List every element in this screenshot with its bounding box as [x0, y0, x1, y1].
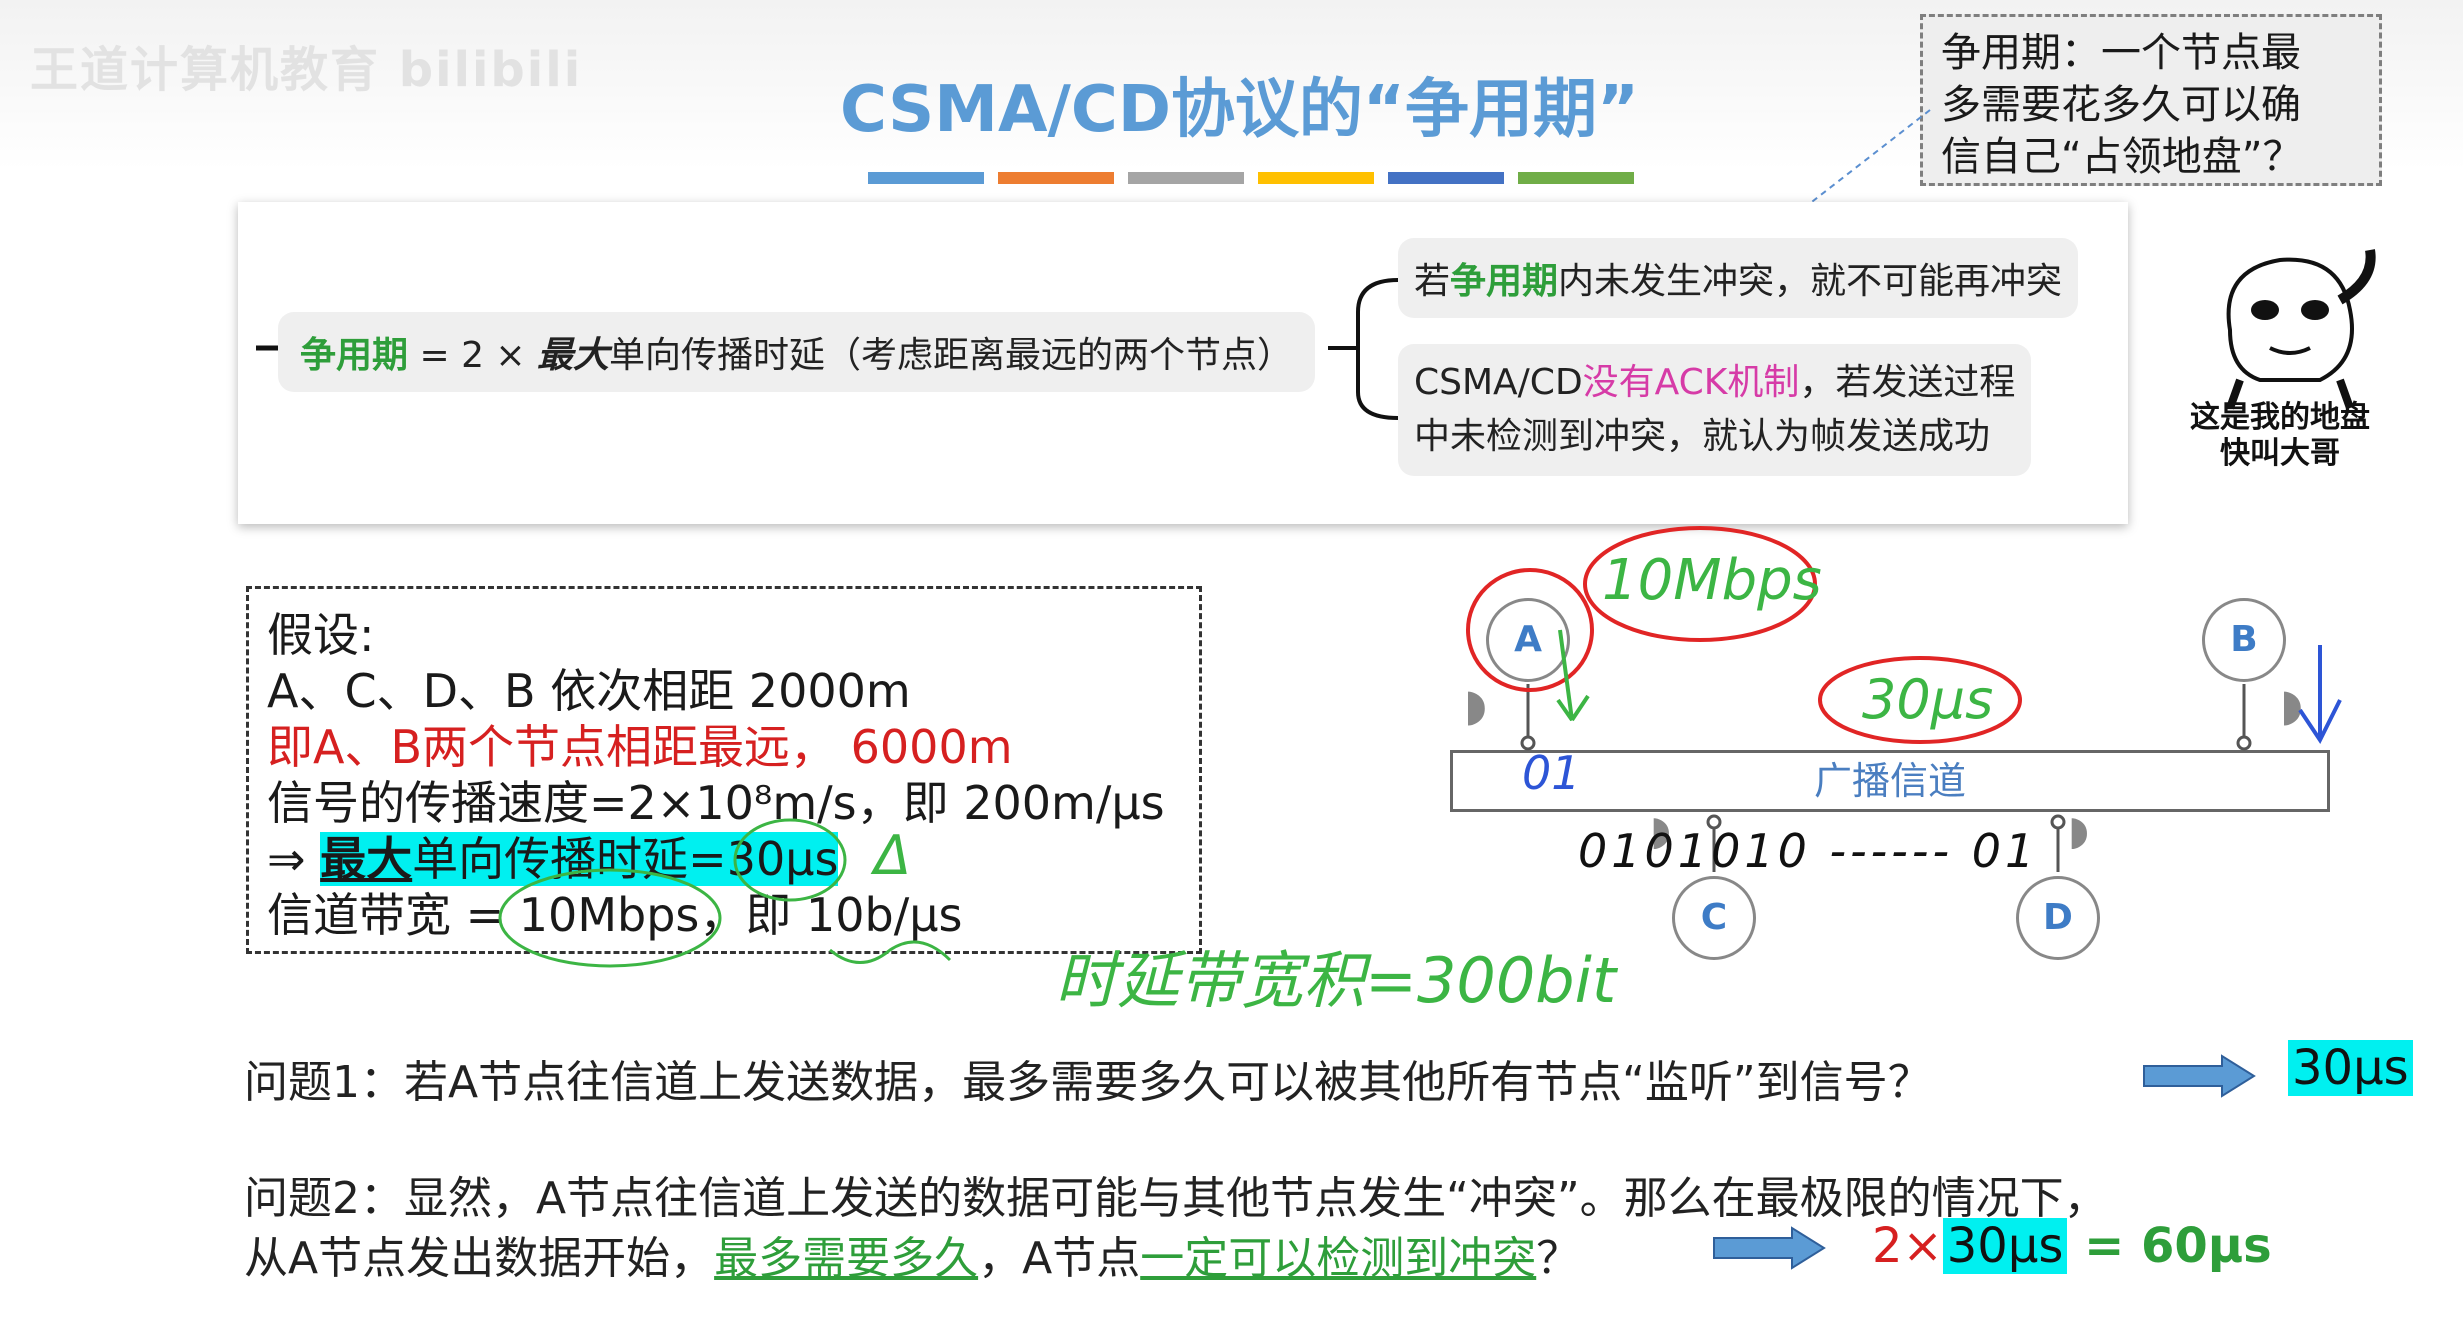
handwritten-bit-stream: 0101010 ------ 01: [1578, 824, 2039, 878]
handwritten-mbps: 10Mbps: [1602, 548, 1822, 613]
page-title: CSMA/CD协议的“争用期”: [840, 73, 1640, 147]
assumptions-box: 假设: A、C、D、B 依次相距 2000m 即A、B两个节点相距最远， 600…: [246, 586, 1202, 954]
definition-panel: 争用期 = 2 × 最大单向传播时延（考虑距离最远的两个节点） 若争用期内未发生…: [238, 202, 2128, 524]
title-color-bar-blue: [868, 172, 984, 184]
assumption-line: A、C、D、B 依次相距 2000m: [267, 664, 911, 718]
assumption-delay-value: 单向传播时延=30μs: [412, 832, 839, 886]
q2-highlight-detect: 一定可以检测到冲突: [1140, 1233, 1537, 1284]
branch2-pre: CSMA/CD: [1414, 362, 1583, 403]
title-color-bar-orange: [998, 172, 1114, 184]
ear-icon: ◗: [2280, 680, 2304, 731]
answer-2-highlight: 30μs: [1942, 1218, 2068, 1274]
title-color-bar-yellow: [1258, 172, 1374, 184]
node-connectors: [1520, 684, 2252, 872]
ear-icon: ◗: [1464, 680, 1488, 731]
branch-no-collision: 若争用期内未发生冲突，就不可能再冲突: [1398, 238, 2079, 318]
handwritten-triangle: Δ: [874, 824, 911, 887]
assumption-line: 信道带宽 = 10Mbps，即 10b/μs: [267, 888, 963, 942]
branch1-term: 争用期: [1450, 261, 1559, 302]
node-d: D: [2016, 876, 2100, 960]
assumption-line: 信号的传播速度=2×10⁸m/s，即 200m/μs: [267, 776, 1165, 830]
panda-meme-image: [2226, 249, 2376, 410]
handwriting-red-circles: [1466, 526, 2022, 744]
handwritten-down-arrow: [2298, 645, 2342, 744]
callout-line: 争用期：一个节点最: [1941, 30, 2301, 76]
answer-1: 30μs: [2288, 1040, 2413, 1096]
answer-2-prefix: 2×: [1872, 1218, 1943, 1274]
assumption-line-delay: ⇒ 最大单向传播时延=30μs: [267, 823, 839, 889]
callout-box: 争用期：一个节点最 多需要花多久可以确 信自己“占领地盘”？: [1920, 14, 2382, 186]
question-2-line1: 问题2：显然，A节点往信道上发送的数据可能与其他节点发生“冲突”。那么在最极限的…: [244, 1173, 2108, 1224]
node-a: A: [1486, 598, 1570, 682]
assumption-line: 假设:: [267, 608, 375, 662]
broadcast-channel: 广播信道: [1450, 750, 2330, 812]
node-b: B: [2202, 598, 2286, 682]
meme-caption: 这是我的地盘 快叫大哥: [2150, 400, 2410, 472]
question-2-line2: 从A节点发出数据开始，最多需要多久，A节点一定可以检测到冲突？: [244, 1222, 1580, 1286]
definition-eq: = 2 ×: [408, 335, 538, 376]
assumption-max: 最大: [320, 832, 413, 886]
handwriting-circles-left: [498, 818, 952, 968]
meme-caption-line: 快叫大哥: [2220, 436, 2340, 471]
implies-arrow: ⇒: [267, 832, 321, 886]
title-color-bar-green: [1518, 172, 1634, 184]
branch-no-ack: CSMA/CD没有ACK机制，若发送过程 中未检测到冲突，就认为帧发送成功: [1398, 344, 2032, 476]
title-color-bar-gray: [1128, 172, 1244, 184]
answer-2: 2×30μs = 60μs: [1872, 1218, 2272, 1274]
title-color-bar-darkblue: [1388, 172, 1504, 184]
ear-icon: ◗: [2068, 808, 2090, 854]
meme-caption-line: 这是我的地盘: [2190, 400, 2370, 435]
callout-line: 多需要花多久可以确: [1941, 82, 2301, 128]
definition-rest: 单向传播时延（考虑距离最远的两个节点）: [609, 335, 1294, 376]
branch2-post: ，若发送过程: [1799, 362, 2016, 403]
q2-part: 从A节点发出数据开始，: [244, 1233, 715, 1284]
branch1-post: 内未发生冲突，就不可能再冲突: [1558, 261, 2063, 302]
answer-2-result: = 60μs: [2067, 1218, 2272, 1274]
assumption-line: 即A、B两个节点相距最远， 6000m: [267, 720, 1013, 774]
handwritten-30us: 30μs: [1862, 668, 1994, 731]
branch2-highlight: 没有ACK机制: [1582, 362, 1800, 403]
watermark: 王道计算机教育 bilibili: [30, 42, 583, 98]
callout-line: 信自己“占领地盘”？: [1941, 134, 2303, 180]
mindmap-connectors: [256, 278, 1399, 420]
handwritten-formula: 时延带宽积=300bit: [1055, 944, 1617, 1017]
branch1-pre: 若: [1414, 261, 1451, 302]
arrow-right-icon: [1713, 1226, 1826, 1270]
definition-pill: 争用期 = 2 × 最大单向传播时延（考虑距离最远的两个节点）: [278, 312, 1316, 392]
q2-highlight-longest: 最多需要多久: [714, 1233, 979, 1284]
q2-part: ？: [1536, 1233, 1581, 1284]
definition-max: 最大: [537, 335, 610, 376]
arrow-right-icon: [2143, 1054, 2256, 1098]
handwritten-bits-a: 01: [1522, 746, 1581, 800]
q2-part: ，A节点: [978, 1233, 1141, 1284]
question-1: 问题1：若A节点往信道上发送数据，最多需要多久可以被其他所有节点“监听”到信号？: [244, 1057, 1932, 1108]
term-contention-period: 争用期: [300, 335, 409, 376]
node-c: C: [1672, 876, 1756, 960]
ear-icon: ◗: [1650, 808, 1672, 854]
branch2-line2: 中未检测到冲突，就认为帧发送成功: [1414, 416, 1991, 457]
